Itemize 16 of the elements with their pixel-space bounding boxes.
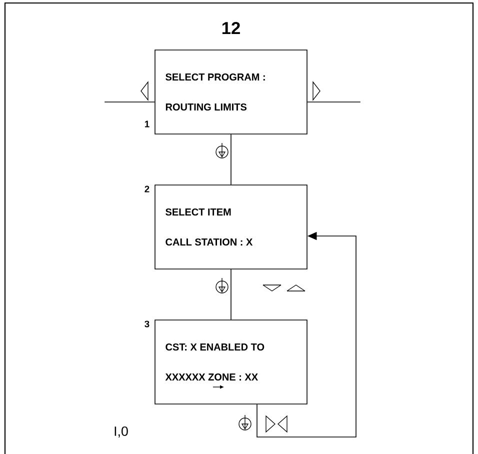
menu-text: ROUTING LIMITS [166,103,247,111]
menu-text: SELECT PROGRAM : [166,73,265,81]
step-number: 2 [144,186,150,192]
connector [230,134,232,185]
step-number: 1 [145,120,150,128]
menu-text: CST: X ENABLED TO [166,343,264,351]
menu-box [154,184,308,270]
title: 12 [222,22,240,34]
menu-text: SELECT ITEM [166,208,231,216]
menu-box [154,320,308,404]
menu-text: XXXXXX ZONE : XX [165,373,258,381]
state-label: I,0 [114,426,128,438]
menu-text: CALL STATION : X [166,238,253,246]
step-number: 3 [144,320,150,328]
connector [230,269,232,320]
menu-box [154,50,308,134]
